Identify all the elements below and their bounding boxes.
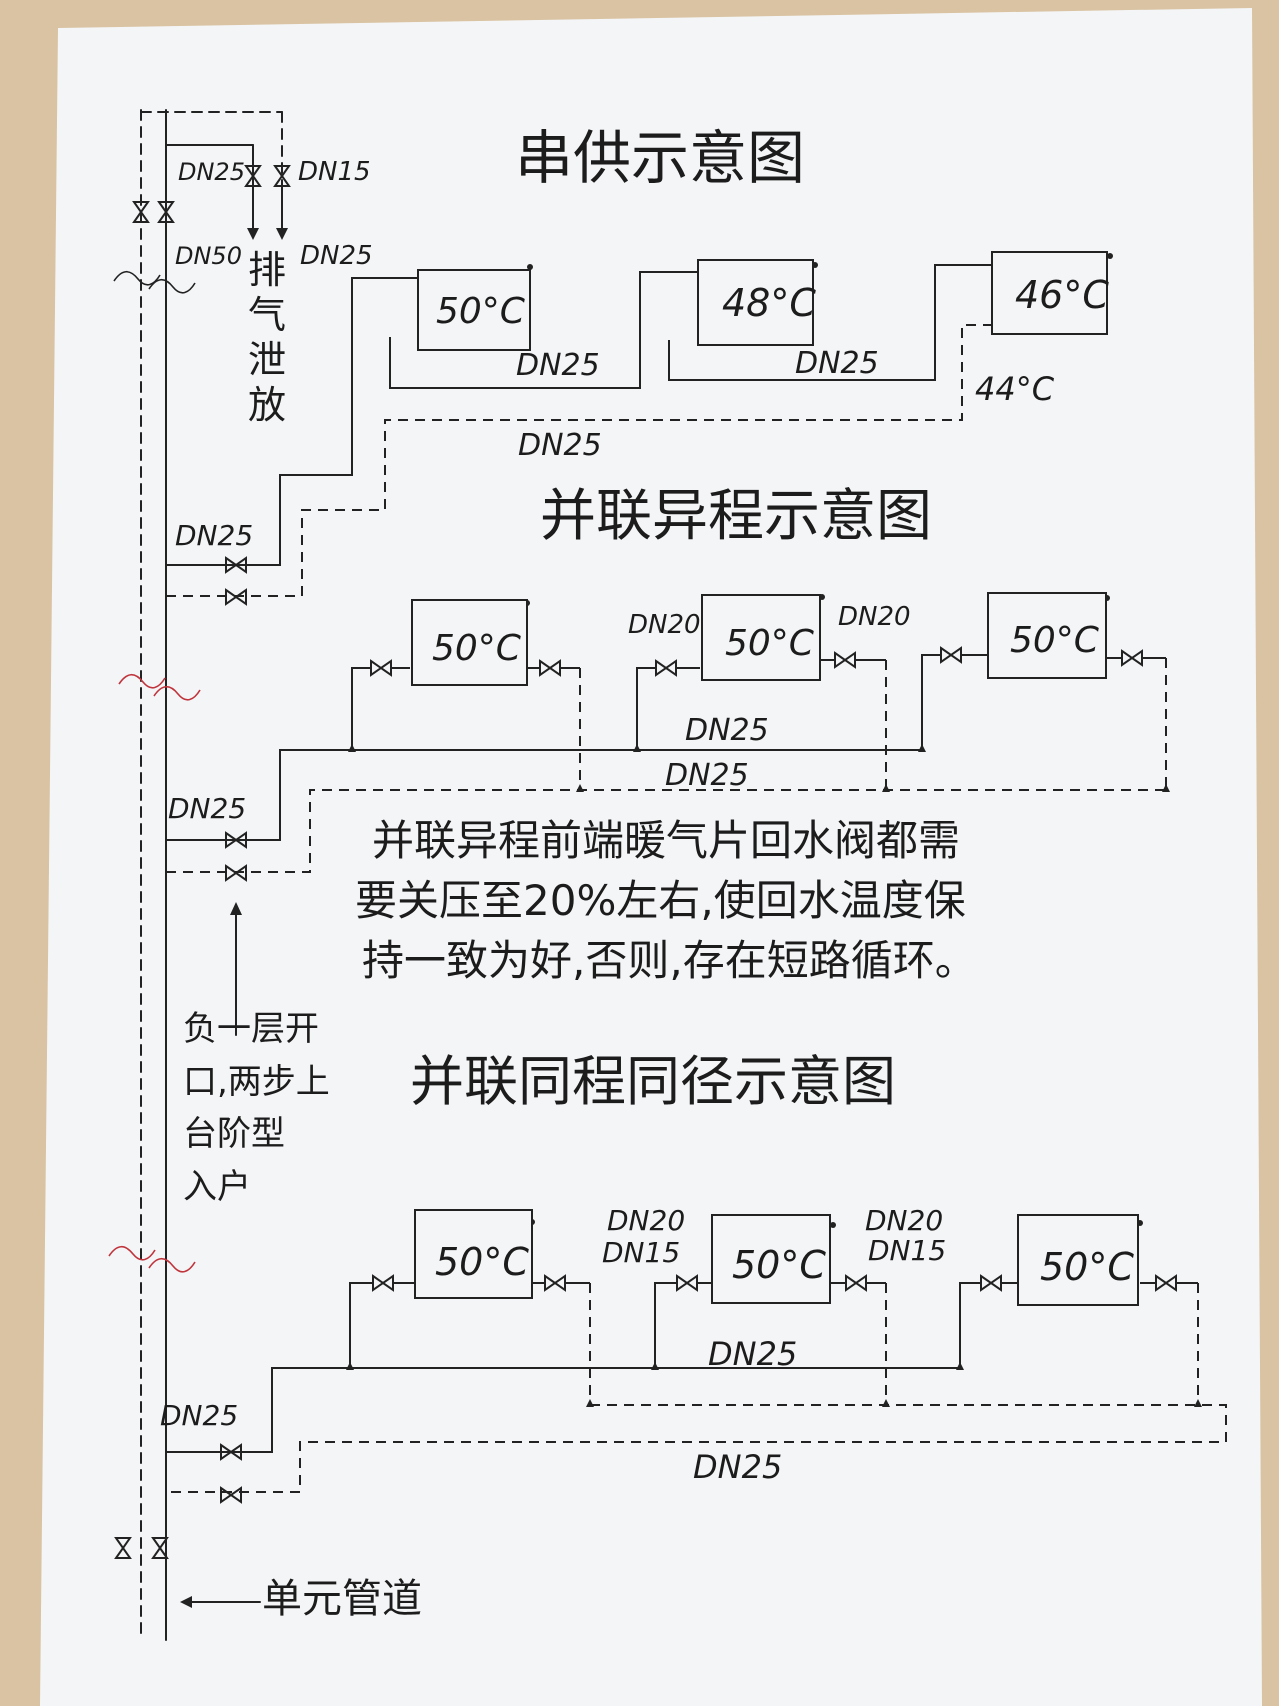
reverse-dn25-branch: DN25	[168, 792, 246, 825]
entry-note-4: 入户	[183, 1167, 251, 1207]
series-dn25-3: DN25	[518, 428, 602, 463]
label-dn25-top: DN25	[300, 241, 373, 271]
direct-supply-main	[166, 1282, 980, 1453]
pipe-note: 单元管道	[262, 1576, 422, 1622]
radiator-1	[417, 269, 531, 351]
direct-dn15-2: DN15	[868, 1234, 946, 1267]
vent-arrows	[252, 189, 283, 233]
title-parallel-direct: 并联同程同径示意图	[410, 1050, 896, 1113]
direct-radiators	[414, 1209, 1139, 1306]
vent-note-4: 放	[248, 383, 286, 427]
radiator-7	[414, 1209, 533, 1299]
series-temp-2: 48°C	[722, 281, 816, 325]
direct-dn20-1: DN20	[607, 1204, 685, 1237]
note-line-3: 持一致为好,否则,存在短路循环。	[362, 936, 977, 985]
series-dn25-branch: DN25	[175, 519, 253, 552]
entry-note-2: 口,两步上	[183, 1062, 330, 1102]
radiator-6	[987, 592, 1107, 679]
series-dn25-1: DN25	[516, 348, 600, 383]
reverse-radiators	[411, 592, 1107, 686]
series-dn25-2: DN25	[795, 346, 879, 381]
direct-return-main	[166, 1283, 1227, 1493]
series-return-temp: 44°C	[975, 370, 1055, 408]
radiator-5	[701, 594, 821, 681]
series-return-pipe	[166, 324, 992, 597]
reverse-temp-3: 50°C	[1010, 620, 1100, 661]
label-dn25-vent: DN25	[178, 158, 245, 186]
label-dn15: DN15	[298, 157, 371, 187]
label-dn50: DN50	[175, 242, 242, 270]
series-radiators	[417, 251, 1108, 351]
radiator-9	[1017, 1214, 1139, 1306]
vent-note-2: 气	[248, 293, 286, 337]
title-series: 串供示意图	[515, 124, 805, 192]
radiator-3	[991, 251, 1108, 335]
direct-temp-2: 50°C	[732, 1243, 826, 1287]
reverse-dn20-2: DN20	[838, 602, 911, 632]
direct-dn25-2: DN25	[693, 1448, 782, 1486]
series-temp-1: 50°C	[436, 291, 526, 332]
entry-note-3: 台阶型	[183, 1114, 285, 1154]
vent-note-1: 排	[248, 248, 286, 292]
radiator-4	[411, 599, 528, 686]
direct-temp-3: 50°C	[1040, 1245, 1134, 1289]
vent-note-3: 泄	[248, 338, 286, 382]
paper-sheet	[40, 8, 1262, 1706]
title-parallel-reverse: 并联异程示意图	[540, 484, 932, 549]
reverse-dn25-2: DN25	[665, 758, 749, 793]
entry-note-1: 负一层开	[183, 1009, 319, 1049]
direct-temp-1: 50°C	[435, 1240, 529, 1284]
series-temp-3: 46°C	[1015, 273, 1109, 317]
direct-dn15-1: DN15	[602, 1236, 680, 1269]
reverse-dn20-1: DN20	[628, 610, 701, 640]
radiator-8	[711, 1214, 831, 1304]
reverse-supply-main	[166, 654, 940, 841]
note-line-2: 要关压至20%左右,使回水温度保	[355, 876, 966, 925]
reverse-temp-2: 50°C	[725, 623, 815, 664]
note-line-1: 并联异程前端暖气片回水阀都需	[372, 816, 960, 865]
direct-dn25-1: DN25	[708, 1335, 797, 1373]
reverse-temp-1: 50°C	[432, 628, 522, 669]
direct-dn20-2: DN20	[865, 1204, 943, 1237]
reverse-dn25-1: DN25	[685, 713, 769, 748]
direct-dn25-branch: DN25	[160, 1399, 238, 1432]
radiator-2	[697, 259, 814, 346]
